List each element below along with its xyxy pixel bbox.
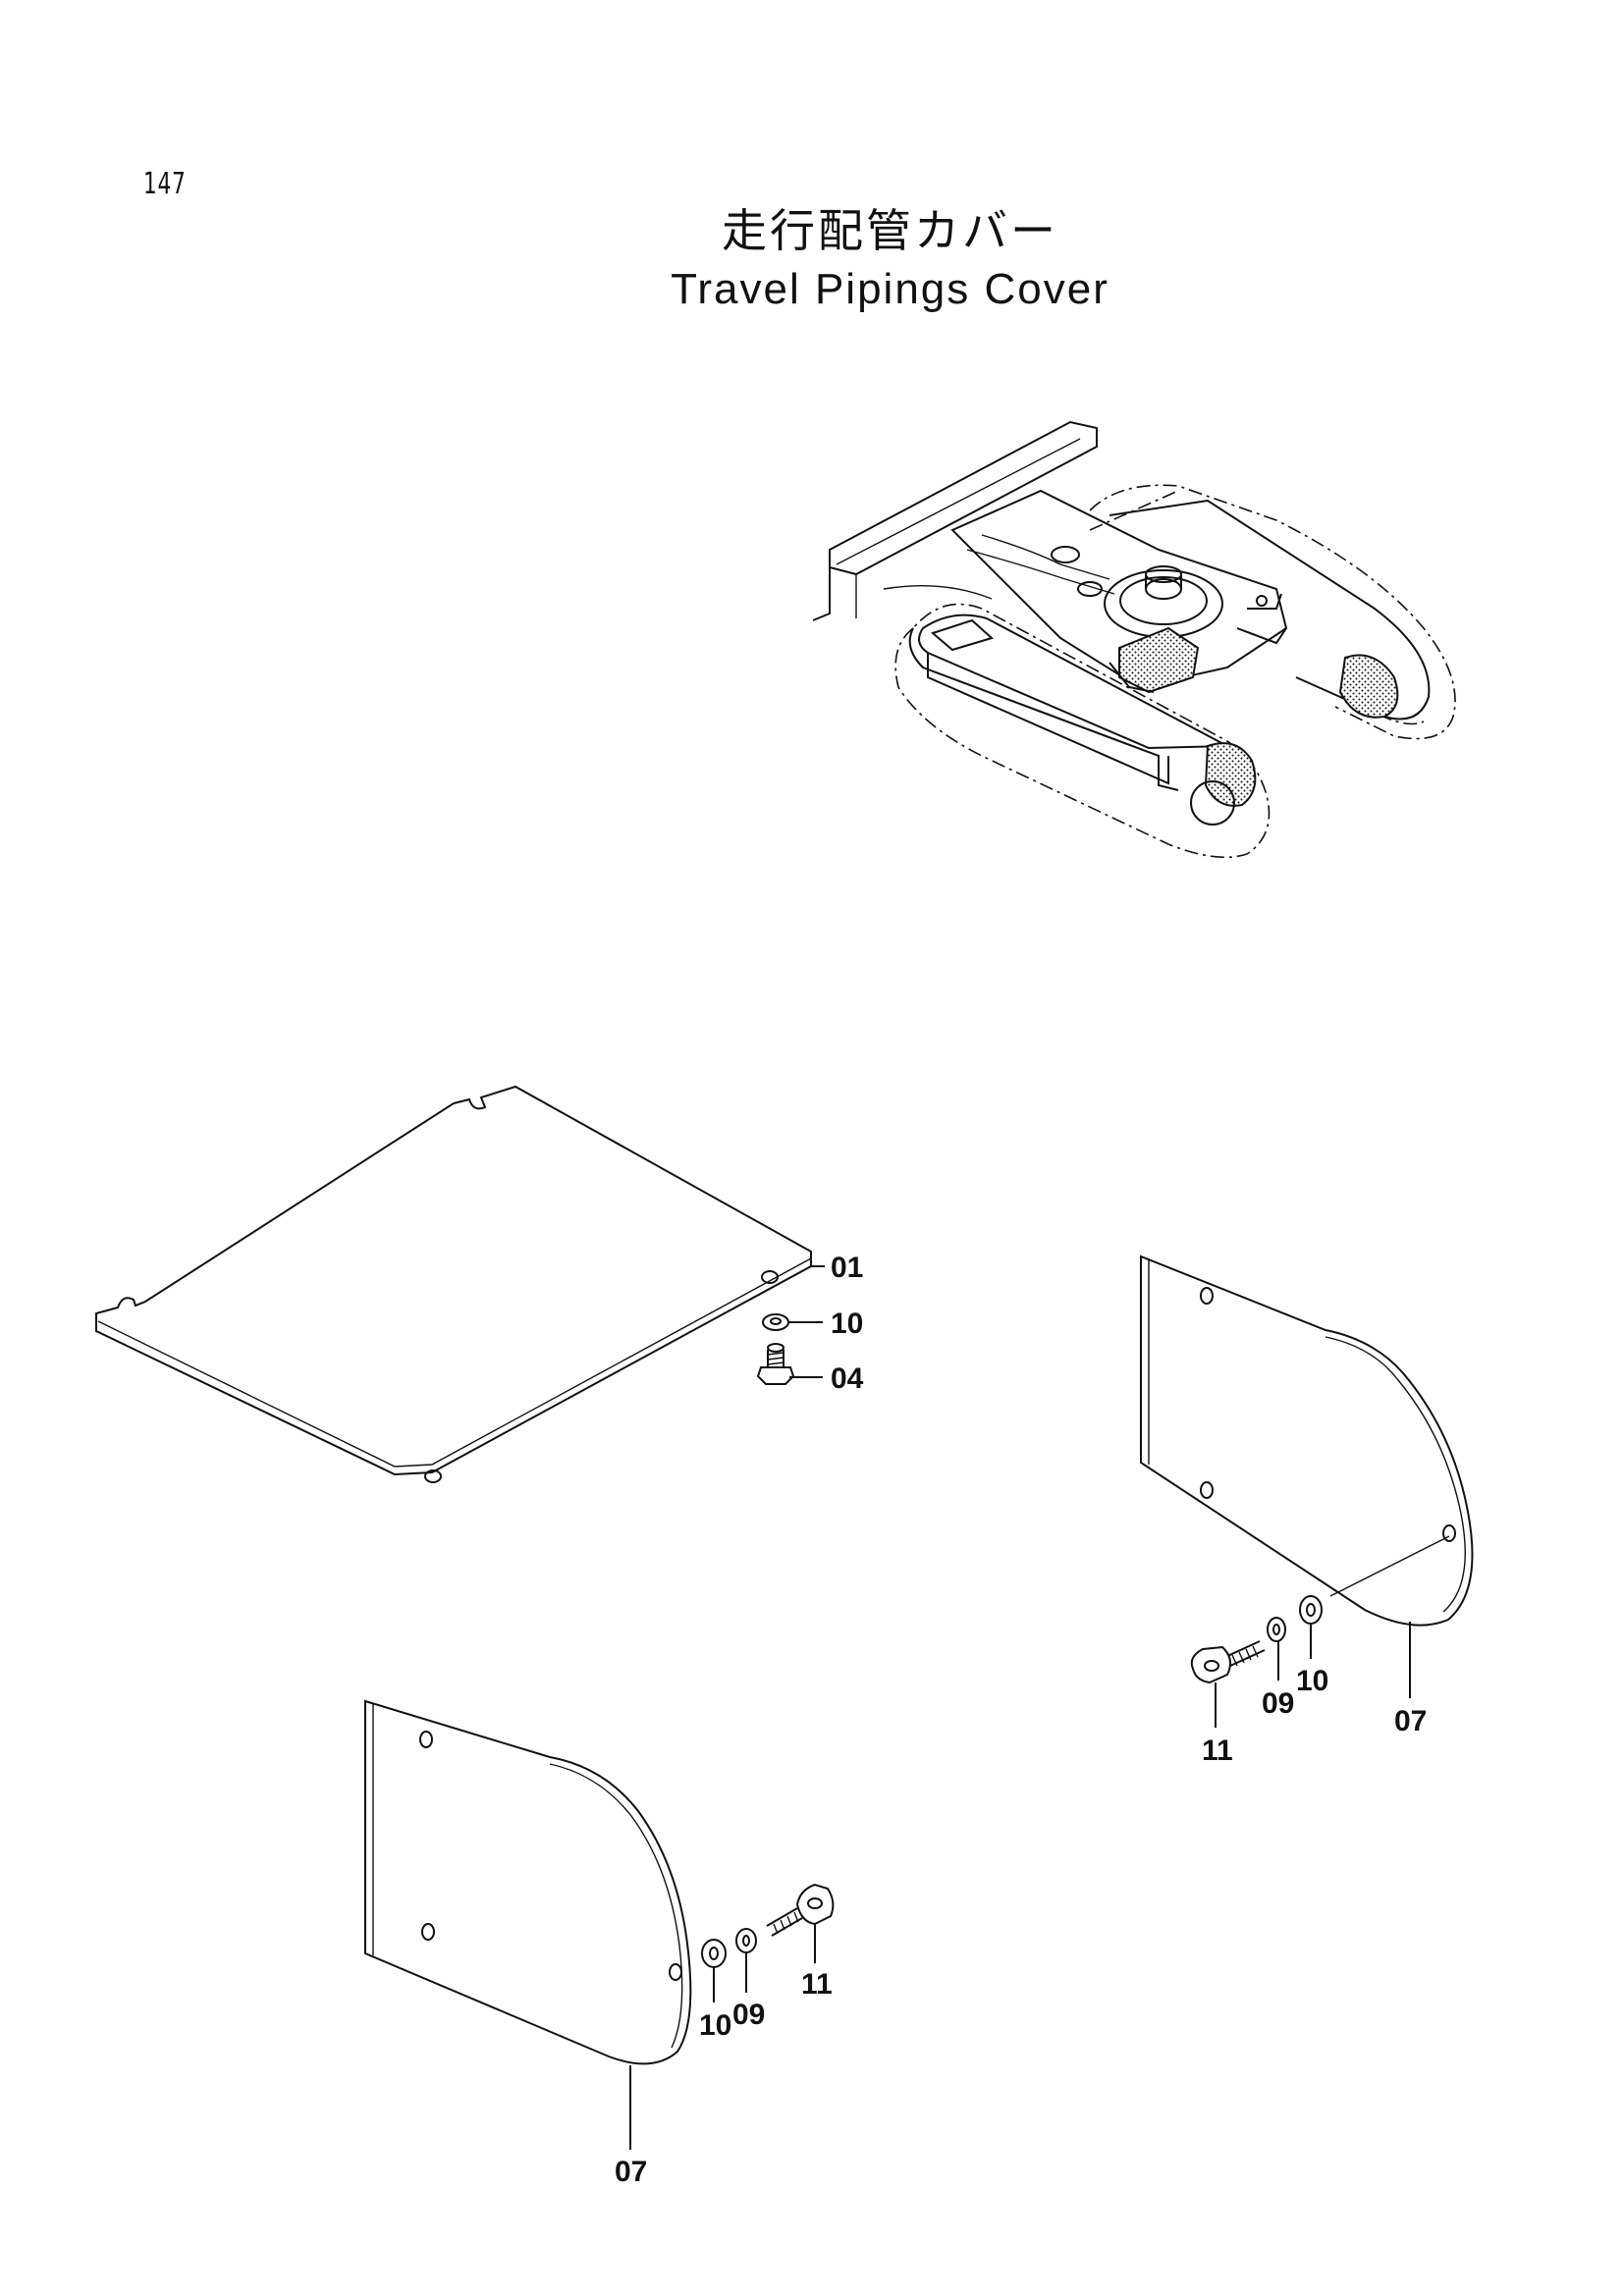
title-japanese: 走行配管カバー bbox=[722, 204, 1058, 257]
callout-07-left: 07 bbox=[615, 2156, 647, 2188]
callout-09-left: 09 bbox=[732, 1999, 765, 2031]
side-cover-07-right bbox=[1140, 1255, 1474, 1698]
callout-01-top: 01 bbox=[831, 1252, 863, 1284]
cover-plate-01 bbox=[95, 1085, 825, 1483]
hardware-right bbox=[1190, 1595, 1323, 1728]
callout-04-top: 04 bbox=[831, 1362, 864, 1395]
callout-09-right: 09 bbox=[1262, 1687, 1294, 1720]
undercarriage-overview bbox=[812, 420, 1456, 859]
callout-10-left: 10 bbox=[699, 2009, 731, 2042]
title-english: Travel Pipings Cover bbox=[671, 265, 1109, 313]
title-block: 走行配管カバー Travel Pipings Cover bbox=[0, 201, 1623, 317]
bolt-04 bbox=[756, 1343, 823, 1385]
title-inner: 走行配管カバー Travel Pipings Cover bbox=[671, 201, 1109, 317]
page-number: 147 bbox=[143, 167, 187, 201]
callout-11-left: 11 bbox=[801, 1968, 833, 2001]
washer-10-top bbox=[762, 1313, 823, 1331]
side-cover-07-left bbox=[364, 1699, 692, 2150]
callout-11-right: 11 bbox=[1202, 1735, 1233, 1767]
hardware-left bbox=[701, 1883, 835, 2002]
callout-10-top: 10 bbox=[831, 1308, 863, 1340]
callout-07-right: 07 bbox=[1394, 1705, 1427, 1737]
callout-10-right: 10 bbox=[1296, 1665, 1328, 1697]
